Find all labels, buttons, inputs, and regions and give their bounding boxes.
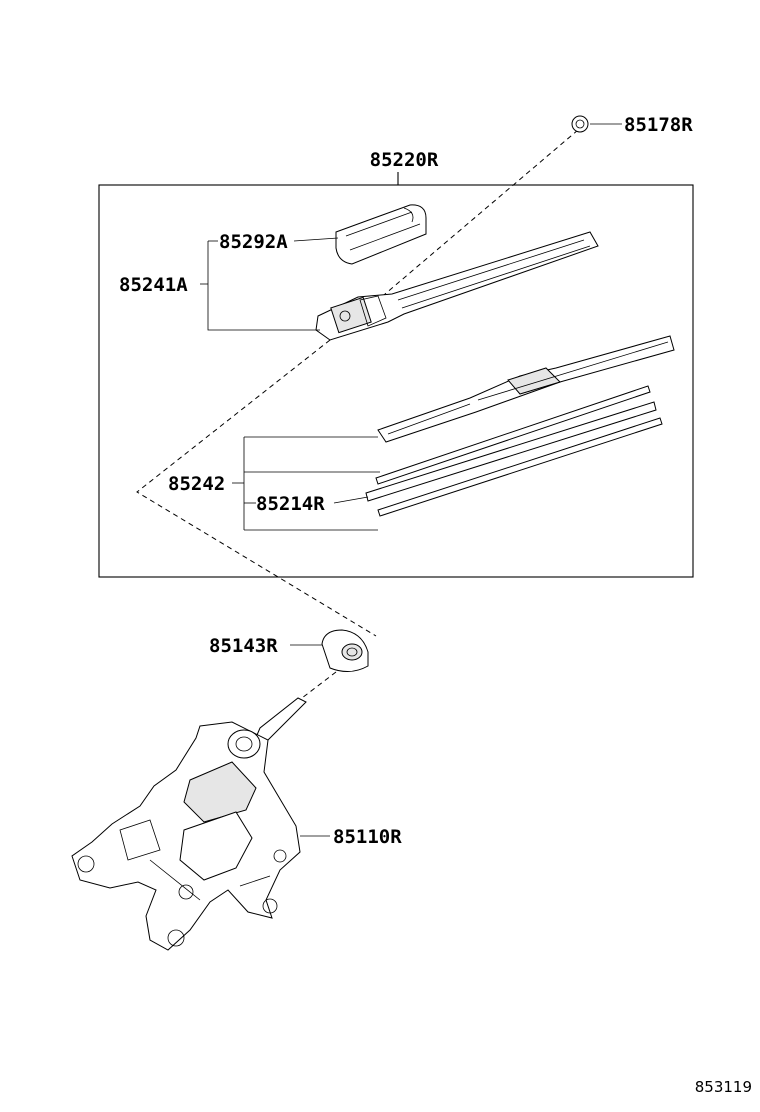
callout-leaders (200, 237, 380, 531)
installation-guide-lines (136, 129, 579, 699)
label-wiper-blade: 85242 (168, 473, 225, 495)
wiper-arm-part (315, 231, 599, 341)
label-wiper-arm: 85241A (119, 274, 188, 296)
pivot-cap-part (290, 629, 369, 672)
assembly-frame (98, 184, 694, 578)
label-wiper-motor: 85110R (333, 826, 402, 848)
wiper-motor-part (71, 697, 330, 951)
nut-part (571, 115, 622, 133)
wiper-blade-part (377, 335, 675, 443)
label-wiper-arm-blade-assy: 85220R (370, 149, 439, 171)
figure-reference: 853119 (695, 1078, 752, 1096)
label-arm-head-cap: 85292A (219, 231, 288, 253)
arm-head-cap-part (335, 204, 427, 265)
label-blade-rubber: 85214R (256, 493, 325, 515)
label-pivot-cap: 85143R (209, 635, 278, 657)
label-nut: 85178R (624, 114, 693, 136)
blade-rubber-parts (365, 385, 663, 517)
